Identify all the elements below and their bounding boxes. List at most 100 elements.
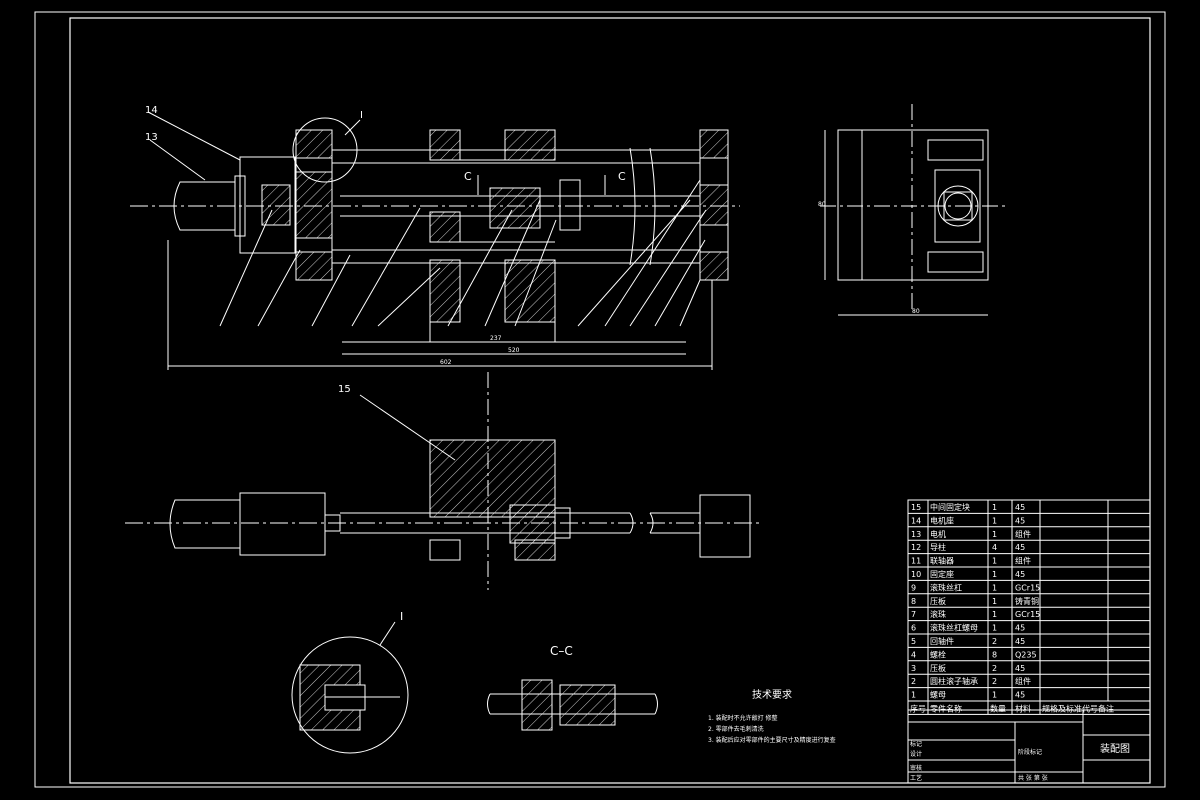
bom-cell-name: 圆柱滚子轴承 — [930, 676, 978, 686]
bom-cell-name: 滚珠 — [930, 609, 946, 619]
bom-header-remark: 规格及标准代号备注 — [1042, 703, 1114, 713]
dimension-total: 602 — [440, 359, 452, 366]
side-view — [820, 104, 1005, 316]
detail-label: I — [400, 610, 403, 623]
bom-cell-qty: 1 — [992, 610, 997, 619]
bom-cell-qty: 1 — [992, 583, 997, 592]
bom-cell-no: 13 — [911, 530, 921, 539]
bom-cell-name: 回轴件 — [930, 636, 954, 646]
section-mark-right: C — [618, 170, 626, 183]
bom-cell-qty: 4 — [992, 543, 997, 552]
tech-item-2: 2. 零部件去毛刺清洗 — [708, 725, 764, 733]
tech-item-1: 1. 装配时不允许敲打 修整 — [708, 714, 778, 722]
main-view — [130, 111, 740, 370]
tech-item-3: 3. 装配后应对零部件的主要尺寸及精度进行复查 — [708, 736, 836, 744]
bom-cell-name: 电机座 — [930, 515, 954, 525]
bom-cell-no: 15 — [911, 503, 921, 512]
tb-sheets: 共 张 第 张 — [1018, 774, 1048, 782]
tb-stage: 阶段标记 — [1018, 748, 1042, 756]
bom-cell-material: GCr15 — [1015, 610, 1040, 619]
bom-cell-material: 45 — [1015, 516, 1025, 525]
bom-cell-material: 45 — [1015, 570, 1025, 579]
bom-cell-no: 5 — [911, 637, 916, 646]
bom-cell-name: 中间固定块 — [930, 502, 970, 512]
tech-title: 技术要求 — [752, 688, 792, 701]
bom-cell-name: 滚珠丝杠 — [930, 582, 962, 592]
bom-header-name: 零件名称 — [930, 703, 962, 713]
bom-cell-material: 组件 — [1015, 529, 1031, 539]
tb-mark: 标记 — [910, 740, 922, 748]
bom-cell-name: 螺母 — [930, 690, 946, 700]
detail-view — [291, 621, 409, 754]
bom-cell-qty: 1 — [992, 557, 997, 566]
bom-cell-qty: 1 — [992, 624, 997, 633]
bom-cell-material: 45 — [1015, 543, 1025, 552]
bom-cell-name: 导柱 — [930, 542, 946, 552]
bom-cell-name: 螺栓 — [930, 649, 946, 659]
bom-cell-no: 12 — [911, 543, 921, 552]
title-block — [907, 709, 1151, 784]
bom-cell-no: 10 — [911, 570, 921, 579]
bom-cell-name: 联轴器 — [930, 556, 954, 566]
callout-13: 13 — [145, 132, 158, 143]
bom-cell-qty: 1 — [992, 570, 997, 579]
bom-cell-no: 14 — [911, 516, 921, 525]
bom-cell-qty: 1 — [992, 503, 997, 512]
bom-cell-no: 8 — [911, 597, 916, 606]
bom-cell-qty: 2 — [992, 664, 997, 673]
bom-cell-no: 11 — [911, 557, 921, 566]
inner-border — [69, 17, 1151, 784]
bom-header-material: 材料 — [1015, 703, 1031, 713]
bom-cell-name: 压板 — [930, 596, 946, 606]
bom-header-qty: 数量 — [990, 703, 1006, 713]
bom-cell-name: 固定座 — [930, 569, 954, 579]
bom-cell-material: Q235 — [1015, 650, 1037, 659]
outer-border — [34, 11, 1166, 788]
secondary-view — [125, 372, 760, 590]
bom-cell-no: 2 — [911, 677, 916, 686]
section-mark-left: C — [464, 170, 472, 183]
dimension-side-h: 80 — [818, 201, 826, 208]
callout-15: 15 — [338, 384, 351, 395]
bom-cell-material: 45 — [1015, 624, 1025, 633]
tb-process: 工艺 — [910, 774, 922, 782]
drawing-title: 装配图 — [1100, 742, 1130, 755]
bom-cell-qty: 1 — [992, 597, 997, 606]
bom-cell-name: 滚珠丝杠螺母 — [930, 623, 978, 633]
dimension-inner: 237 — [490, 335, 502, 342]
bom-cell-material: 45 — [1015, 503, 1025, 512]
bom-cell-no: 1 — [911, 691, 916, 700]
bom-cell-qty: 1 — [992, 691, 997, 700]
section-title: C–C — [550, 644, 573, 658]
dimension-side-w: 80 — [912, 308, 920, 315]
callout-14: 14 — [145, 105, 158, 116]
bom-cell-material: 45 — [1015, 637, 1025, 646]
bom-cell-qty: 1 — [992, 530, 997, 539]
bom-cell-name: 电机 — [930, 529, 946, 539]
bom-cell-no: 6 — [911, 624, 916, 633]
bom-cell-material: 45 — [1015, 691, 1025, 700]
tb-design: 设计 — [910, 750, 922, 758]
bom-cell-material: 45 — [1015, 664, 1025, 673]
bom-cell-material: 组件 — [1015, 676, 1031, 686]
bom-cell-qty: 1 — [992, 516, 997, 525]
bom-cell-qty: 2 — [992, 677, 997, 686]
bom-cell-no: 3 — [911, 664, 916, 673]
bom-header-no: 序号 — [910, 703, 926, 713]
tb-check: 审核 — [910, 764, 922, 772]
bom-cell-no: 7 — [911, 610, 916, 619]
bom-cell-material: GCr15 — [1015, 583, 1040, 592]
callout-detail-i: I — [360, 110, 363, 121]
bom-cell-no: 4 — [911, 650, 916, 659]
section-c-c — [487, 679, 658, 731]
dimension-mid: 520 — [508, 347, 520, 354]
bom-cell-name: 压板 — [930, 663, 946, 673]
bom-cell-no: 9 — [911, 583, 916, 592]
bom-cell-material: 组件 — [1015, 556, 1031, 566]
bom-cell-qty: 2 — [992, 637, 997, 646]
bom-cell-material: 铸青铜 — [1015, 596, 1039, 606]
bom-cell-qty: 8 — [992, 650, 997, 659]
